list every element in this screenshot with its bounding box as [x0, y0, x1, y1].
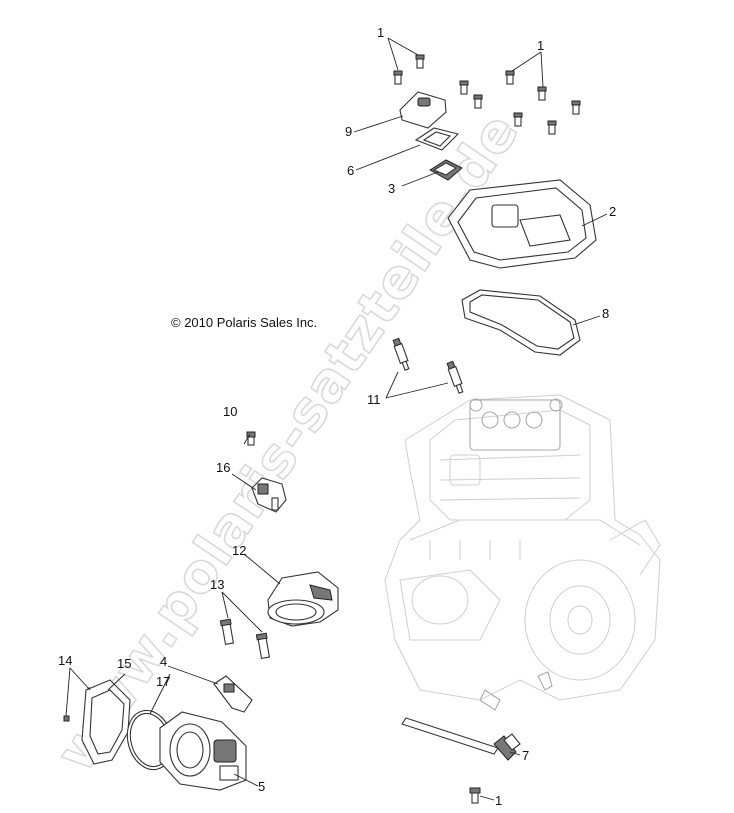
part-8-cover-gasket: [461, 289, 581, 356]
callout-2: 2: [609, 204, 616, 219]
callout-1-top-right: 1: [537, 38, 544, 53]
callout-7: 7: [522, 748, 529, 763]
engine-assembly: [384, 394, 661, 711]
part-12-adapter: [267, 571, 339, 627]
part-3-filter: [429, 159, 463, 181]
callout-9: 9: [345, 124, 352, 139]
callout-17: 17: [156, 674, 170, 689]
callout-12: 12: [232, 543, 246, 558]
watermark-text: www.polaris-satzteile.de: [44, 101, 532, 782]
callout-10: 10: [223, 404, 237, 419]
part-13-bolts: [219, 618, 271, 660]
copyright-text: © 2010 Polaris Sales Inc.: [171, 315, 317, 330]
callout-1-bottom: 1: [495, 793, 502, 808]
part-1-bolt-bottom: [469, 787, 481, 804]
part-2-valve-cover: [447, 179, 597, 269]
callout-14: 14: [58, 653, 72, 668]
callout-3: 3: [388, 181, 395, 196]
part-6-gasket: [414, 127, 460, 151]
callout-16: 16: [216, 460, 230, 475]
callout-11: 11: [367, 392, 381, 407]
callout-1-top-left: 1: [377, 25, 384, 40]
callout-15: 15: [117, 656, 131, 671]
callout-8: 8: [602, 306, 609, 321]
part-9-cap: [399, 91, 447, 129]
part-10-bolt: [246, 431, 256, 446]
part-5-throttle-body: [159, 711, 247, 791]
leader-lines: [65, 37, 608, 801]
callout-5: 5: [258, 779, 265, 794]
callout-6: 6: [347, 163, 354, 178]
part-7-cable-sensor: [401, 717, 521, 761]
part-4-probe: [213, 675, 253, 713]
part-11-spark-plugs: [392, 337, 464, 394]
callout-13: 13: [210, 577, 224, 592]
callout-4: 4: [160, 654, 167, 669]
bolt-set-top: [393, 54, 581, 135]
part-15-plate: [81, 679, 131, 765]
part-16-sensor: [251, 477, 287, 513]
